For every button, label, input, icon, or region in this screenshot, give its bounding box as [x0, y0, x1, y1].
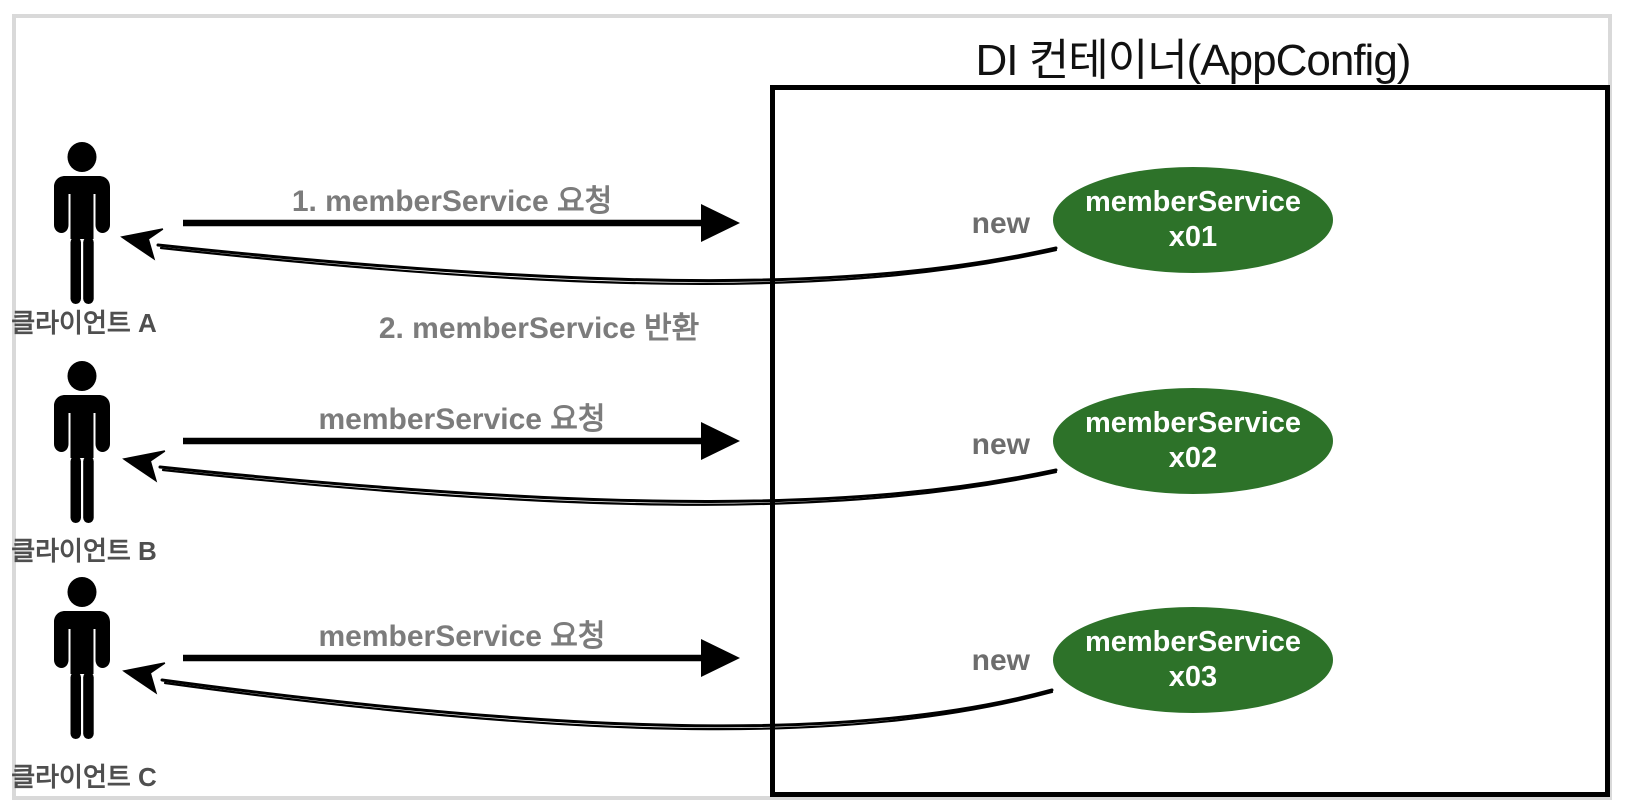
- client-a-person-icon: [50, 142, 114, 306]
- client-b-label: 클라이언트 B: [11, 536, 157, 566]
- instance-x02-line2: x02: [1168, 442, 1218, 474]
- instance-x02-ellipse: memberService x02: [1053, 388, 1333, 494]
- instance-x01-line1: memberService: [1084, 186, 1302, 218]
- outer-frame: [12, 14, 1612, 800]
- request-label-c: memberService 요청: [318, 620, 606, 653]
- instance-x02-line1: memberService: [1084, 407, 1302, 439]
- client-c-person-icon: [50, 577, 114, 741]
- instance-x01-line2: x01: [1168, 221, 1218, 253]
- request-label-b: memberService 요청: [318, 403, 606, 436]
- request-label-a: 1. memberService 요청: [291, 185, 613, 218]
- instance-x03-line2: x03: [1168, 661, 1218, 693]
- new-label-b: new: [971, 428, 1030, 461]
- instance-x03-line1: memberService: [1084, 626, 1302, 658]
- client-c-label: 클라이언트 C: [11, 762, 157, 792]
- di-container-box: [770, 85, 1610, 797]
- diagram-title: DI 컨테이너(AppConfig): [975, 36, 1412, 85]
- client-a-label: 클라이언트 A: [11, 308, 157, 338]
- instance-x01-ellipse: memberService x01: [1053, 167, 1333, 273]
- return-label-a: 2. memberService 반환: [378, 312, 700, 345]
- new-label-a: new: [971, 207, 1030, 240]
- client-b-person-icon: [50, 361, 114, 525]
- instance-x03-ellipse: memberService x03: [1053, 607, 1333, 713]
- new-label-c: new: [971, 644, 1030, 677]
